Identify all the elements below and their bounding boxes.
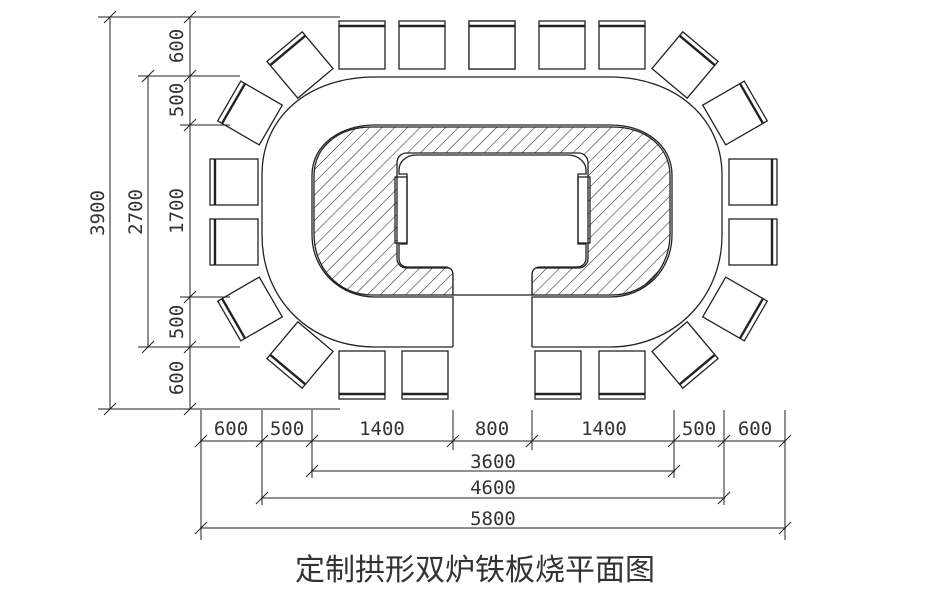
chair-seat: [216, 276, 284, 342]
chair: [701, 276, 769, 342]
dim-vertical-mid: 2700: [125, 189, 147, 235]
chair-seat: [651, 320, 719, 390]
chair: [701, 80, 769, 146]
chair-seat: [728, 158, 778, 206]
chair-seat: [701, 80, 769, 146]
chair: [468, 20, 516, 70]
chair-back: [221, 297, 247, 340]
griddle-plate-right: [577, 176, 591, 244]
chair-seat: [728, 218, 778, 266]
chair-back: [221, 82, 247, 125]
vertical-dimensions: 3900 2700 600 500 1700 500 600: [87, 10, 340, 416]
dim-horizontal-seg-4: 800: [475, 418, 509, 440]
dim-horizontal-mid-total: 4600: [470, 477, 516, 499]
dim-vertical-seg-4: 500: [166, 305, 188, 339]
chair: [398, 20, 446, 70]
griddle-plate-left: [394, 176, 408, 244]
chair: [216, 80, 284, 146]
chair-seat: [598, 350, 646, 400]
chair-seat: [209, 218, 259, 266]
chair-back: [269, 353, 307, 386]
chair: [728, 218, 778, 266]
chair-seat: [538, 20, 586, 70]
chair: [598, 350, 646, 400]
dim-horizontal-inner-total: 3600: [470, 451, 516, 473]
chair-seat: [209, 158, 259, 206]
chair-back: [738, 297, 764, 340]
griddle-zone: [313, 126, 671, 296]
chairs: [209, 20, 778, 400]
dim-vertical-seg-3: 1700: [166, 188, 188, 234]
dim-horizontal-seg-1: 600: [214, 418, 248, 440]
chair-back: [678, 34, 716, 67]
teppanyaki-counter: [261, 76, 723, 348]
chair-seat: [468, 20, 516, 70]
chair-seat: [598, 20, 646, 70]
chair-seat: [651, 30, 719, 100]
chair: [338, 20, 386, 70]
dim-horizontal-seg-3: 1400: [359, 418, 405, 440]
plan-title: 定制拱形双炉铁板烧平面图: [295, 553, 655, 588]
chair-seat: [216, 80, 284, 146]
chair: [266, 320, 334, 390]
chair-seat: [398, 20, 446, 70]
chair-seat: [534, 350, 582, 400]
dim-horizontal-seg-6: 500: [682, 418, 716, 440]
chair-seat: [338, 350, 386, 400]
chair: [534, 350, 582, 400]
chair: [338, 350, 386, 400]
dim-vertical-seg-1: 600: [166, 29, 188, 63]
chair-back: [678, 353, 716, 386]
chair-seat: [266, 30, 334, 100]
chair: [651, 30, 719, 100]
chair: [266, 30, 334, 100]
dim-horizontal-seg-5: 1400: [581, 418, 627, 440]
dim-horizontal-outer-total: 5800: [470, 508, 516, 530]
counter-outer-edge: [261, 76, 723, 348]
chair-seat: [401, 350, 449, 400]
chair-seat: [701, 276, 769, 342]
chair: [209, 218, 259, 266]
chair: [538, 20, 586, 70]
chair: [216, 276, 284, 342]
dim-horizontal-seg-7: 600: [738, 418, 772, 440]
chair-back: [269, 34, 307, 67]
chair: [401, 350, 449, 400]
dim-horizontal-seg-2: 500: [270, 418, 304, 440]
chair-seat: [266, 320, 334, 390]
counter-inner-edge: [311, 124, 673, 347]
chair-back: [738, 82, 764, 125]
chair: [598, 20, 646, 70]
dim-vertical-outer: 3900: [87, 190, 109, 236]
dim-vertical-seg-2: 500: [166, 83, 188, 117]
chair-seat: [338, 20, 386, 70]
horizontal-dimensions: 600 500 1400 800 1400 500 600 3600 4600 …: [194, 410, 792, 540]
chair: [728, 158, 778, 206]
chair: [651, 320, 719, 390]
dim-vertical-seg-5: 600: [166, 361, 188, 395]
chair: [209, 158, 259, 206]
